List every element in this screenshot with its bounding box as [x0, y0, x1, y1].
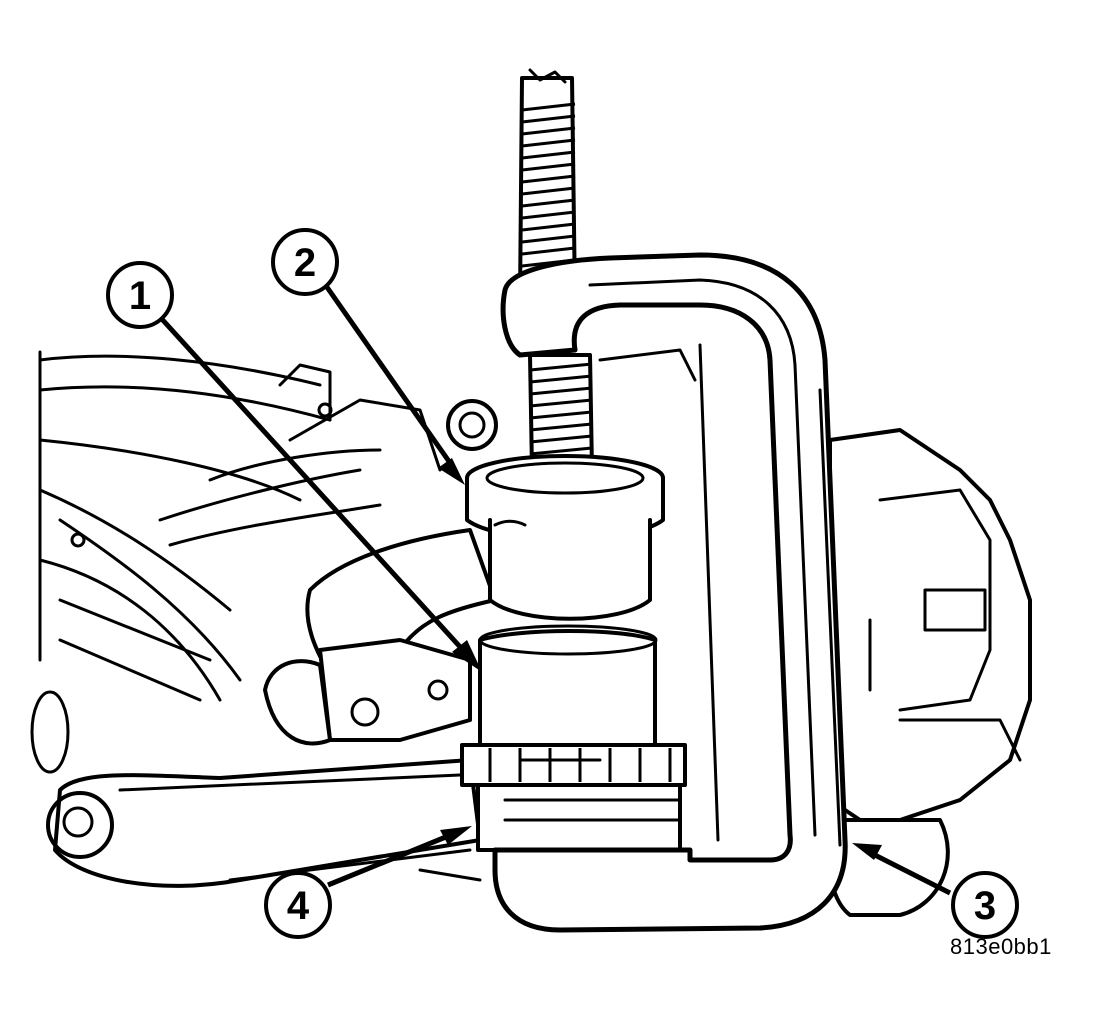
arrow-2-head: [438, 458, 465, 485]
brake-caliper: [826, 428, 1032, 917]
callout-2: 2: [271, 228, 339, 296]
receiver-cup: [465, 454, 665, 621]
c-frame-press: [492, 252, 848, 933]
figure-code: 813e0bb1: [950, 934, 1052, 959]
callout-1: 1: [106, 261, 174, 329]
press-screw: [518, 68, 594, 472]
callout-4: 4: [264, 871, 332, 939]
leader-arrows: [158, 278, 952, 896]
arrow-3-head: [852, 843, 882, 860]
arrow-4-head: [440, 826, 472, 845]
mounting-bolt: [446, 399, 498, 451]
suspension-background: [38, 350, 442, 702]
knuckle-link: [263, 528, 497, 746]
ball-joint-housing: [460, 624, 687, 852]
callout-3-label: 3: [974, 884, 996, 928]
lower-control-arm: [30, 690, 482, 888]
callout-1-label: 1: [129, 274, 151, 318]
callout-2-label: 2: [294, 241, 316, 285]
callout-4-label: 4: [287, 884, 310, 928]
arrow-1-head: [452, 640, 482, 672]
callout-3: 3: [951, 871, 1019, 939]
